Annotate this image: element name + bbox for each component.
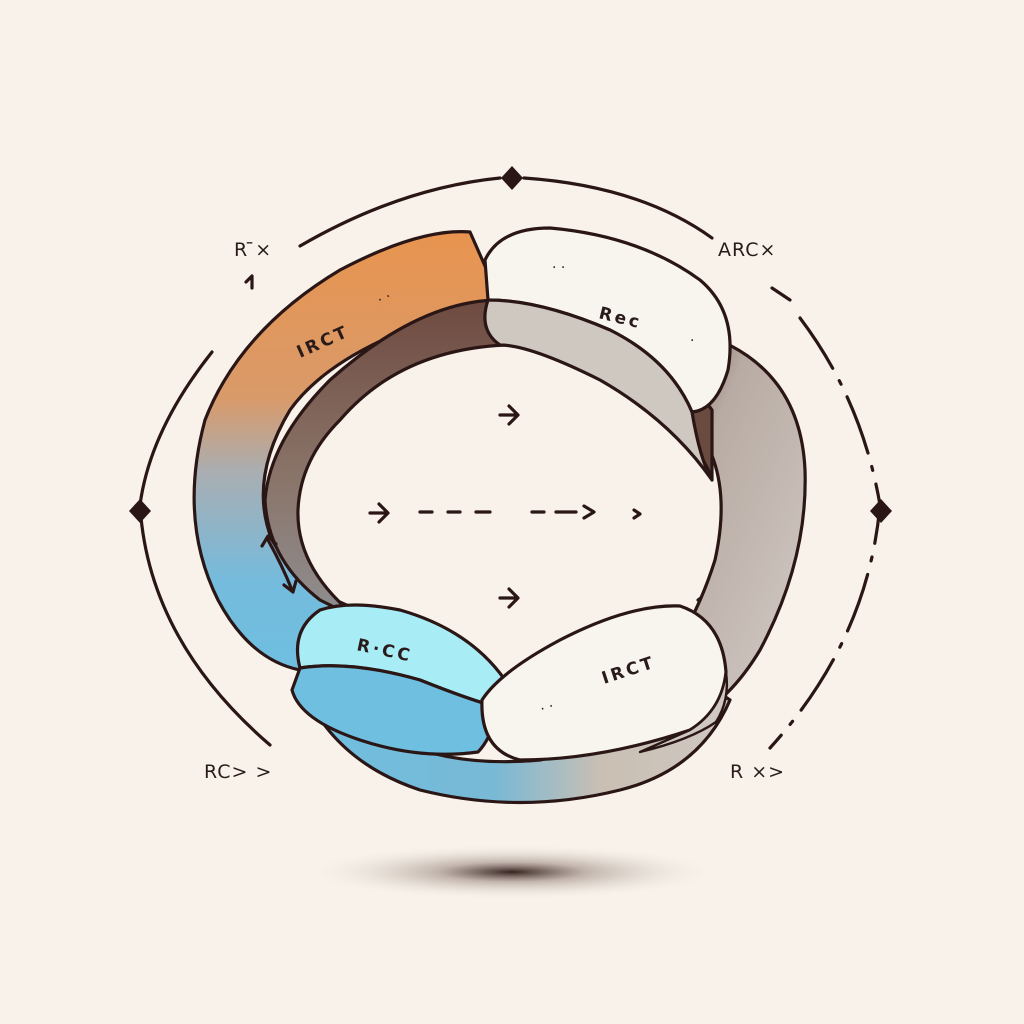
- orbit-arc-top-right: [522, 176, 714, 240]
- pill-bottom-white: IRCT · ·: [480, 604, 729, 762]
- flow-arrow-top-icon: [498, 404, 520, 426]
- orbit-arc-top-left: [298, 176, 502, 248]
- pill-blue: R·CC ·: [290, 603, 509, 756]
- pill-blue-dot: ·: [438, 680, 442, 696]
- corner-label-bottom-left: RC> >: [204, 761, 272, 783]
- diamond-right-icon: [870, 499, 892, 523]
- flow-arrows: [368, 404, 642, 609]
- orbit-arrow-left-icon: [244, 274, 254, 290]
- diamond-markers: [129, 166, 892, 523]
- floor-shadow: [302, 844, 722, 900]
- flow-arrow-bottom-icon: [498, 587, 520, 609]
- pill-top-white: Rec · · ·: [483, 226, 732, 482]
- orbit-arc-right-outer: [770, 286, 792, 302]
- pill-top-dots: · ·: [552, 260, 565, 276]
- band-left-inner: [263, 298, 507, 622]
- flow-arrow-middle-start-icon: [368, 502, 390, 524]
- corner-label-top-left: R ̄×: [234, 239, 272, 261]
- corner-label-top-right: ARC×: [718, 239, 776, 261]
- pill-top-mark: ·: [690, 333, 694, 349]
- pill-orange-dots: · ·: [375, 289, 394, 309]
- diamond-left-icon: [129, 499, 151, 523]
- flow-arrow-end-icon: [632, 508, 642, 520]
- cycle-arrow-icon: [260, 534, 298, 594]
- diamond-top-icon: [501, 166, 523, 190]
- band-right: [638, 328, 807, 722]
- flow-arrow-dashed-icon: [418, 504, 596, 520]
- pill-bottom-dots: · ·: [538, 698, 556, 717]
- band-left: [192, 230, 502, 672]
- corner-label-bottom-right: R ×>: [730, 761, 785, 783]
- band-bottom: [298, 678, 732, 805]
